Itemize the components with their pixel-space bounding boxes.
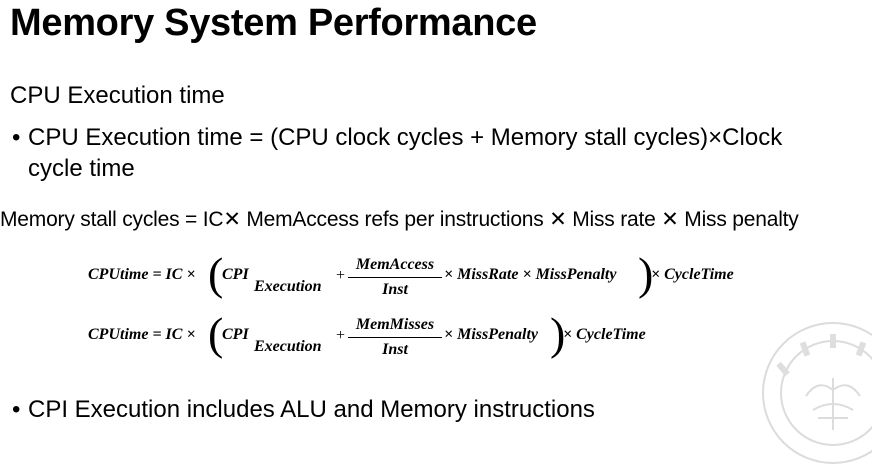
subtitle: CPU Execution time [10, 82, 225, 109]
university-seal-watermark-icon [762, 322, 872, 464]
bullet-text: CPI Execution includes ALU and Memory in… [28, 396, 595, 423]
frac-numerator: MemMisses [355, 316, 435, 333]
eq-cycletime: × CycleTime [563, 326, 646, 343]
frac-denominator: Inst [382, 341, 408, 358]
eq-plus: + [336, 327, 346, 344]
frac-denominator: Inst [382, 281, 408, 298]
left-paren: ( [208, 308, 224, 359]
bullet-dot: • [12, 396, 21, 423]
eq-tail: × MissRate × MissPenalty [444, 266, 617, 283]
eq-lhs: CPUtime = IC × [88, 326, 196, 343]
eq-cpi-subscript: Execution [254, 338, 322, 355]
eq-lhs: CPUtime = IC × [88, 266, 196, 283]
slide-title: Memory System Performance [10, 2, 537, 44]
bullet-text: CPU Execution time = (CPU clock cycles +… [28, 124, 783, 182]
right-paren: ) [550, 308, 566, 359]
frac-numerator: MemAccess [355, 256, 435, 273]
memory-stall-cycles-line: Memory stall cycles = IC✕ MemAccess refs… [0, 208, 799, 231]
right-paren: ) [638, 248, 654, 299]
eq-cpi: CPI [222, 266, 249, 283]
eq-tail: × MissPenalty [444, 326, 539, 343]
bullet-cpi-execution: • CPI Execution includes ALU and Memory … [12, 394, 712, 426]
eq-cycletime: × CycleTime [651, 266, 734, 283]
frac-bar [348, 337, 442, 338]
eq-cpi-subscript: Execution [254, 278, 322, 295]
eq-cpi: CPI [222, 326, 249, 343]
bullet-dot: • [12, 124, 21, 151]
frac-bar [348, 277, 442, 278]
bullet-cpu-execution-time: • CPU Execution time = (CPU clock cycles… [12, 122, 832, 186]
left-paren: ( [208, 248, 224, 299]
eq-plus: + [336, 267, 346, 284]
